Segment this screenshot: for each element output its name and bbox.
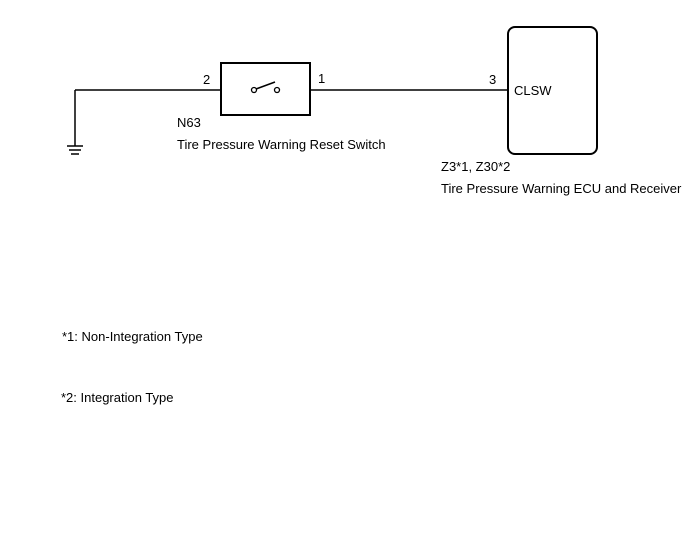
switch-pin-right-label: 1 bbox=[318, 71, 325, 86]
switch-pin-left-label: 2 bbox=[203, 72, 210, 87]
ecu-pin-label: 3 bbox=[489, 72, 496, 87]
ecu-terminal-label: CLSW bbox=[514, 83, 552, 98]
switch-icon bbox=[250, 81, 281, 94]
reset-switch bbox=[220, 62, 311, 116]
footnote-1: *1: Non-Integration Type bbox=[62, 329, 203, 344]
ecu-body bbox=[507, 26, 598, 155]
ecu-connector-label: Z3*1, Z30*2 bbox=[441, 159, 510, 174]
switch-body bbox=[220, 62, 311, 116]
ecu-name-label: Tire Pressure Warning ECU and Receiver bbox=[441, 181, 682, 196]
switch-name-label: Tire Pressure Warning Reset Switch bbox=[177, 137, 386, 152]
switch-connector-label: N63 bbox=[177, 115, 201, 130]
footnote-2: *2: Integration Type bbox=[61, 390, 174, 405]
ground-icon bbox=[67, 90, 83, 155]
